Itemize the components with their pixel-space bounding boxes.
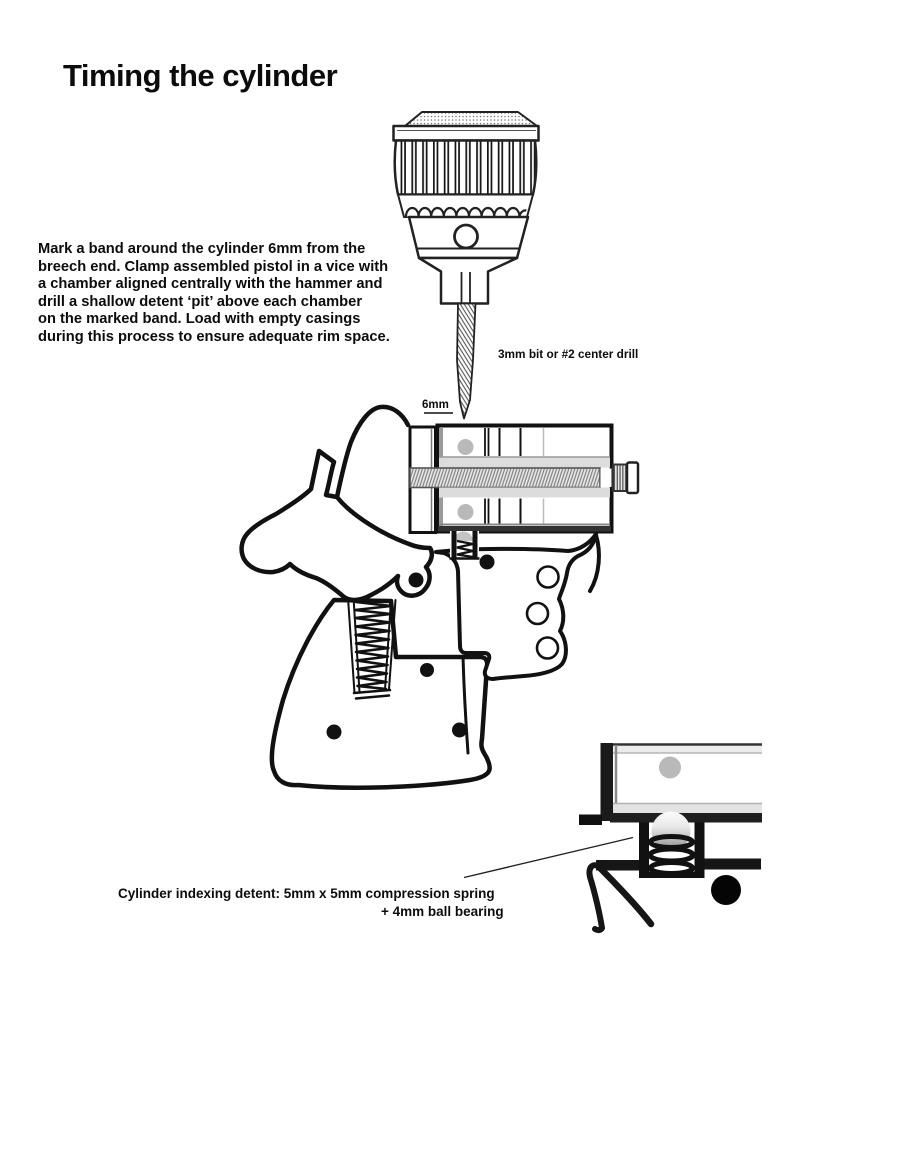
chuck-nose: [417, 256, 519, 305]
detent-caption-line2: + 4mm ball bearing: [381, 904, 504, 919]
detail-pivot-pin: [711, 875, 741, 905]
frame-piece: [434, 532, 598, 681]
detent-spring-box: [449, 531, 480, 560]
chamber-band-top: [484, 428, 545, 456]
grip-pin-3: [452, 722, 467, 738]
hammer-pivot-pin: [408, 572, 424, 588]
detent-ball-main: [454, 531, 473, 541]
instruction-paragraph: Mark a band around the cylinder 6mm from…: [38, 241, 390, 345]
grip-pin-1: [420, 663, 434, 677]
page-title: Timing the cylinder: [63, 58, 338, 93]
detail-left-wall: [600, 743, 613, 821]
detent-caption-line1: Cylinder indexing detent: 5mm x 5mm comp…: [118, 886, 495, 901]
rod-knurled-nut: [612, 463, 628, 492]
mainspring-coil: [353, 600, 393, 691]
drill-bit-label: 3mm bit or #2 center drill: [498, 347, 639, 361]
hammer-assembly: [239, 404, 435, 603]
frame-hole-1: [536, 565, 560, 589]
chuck-rim: [392, 124, 540, 142]
chamber-hole-top: [457, 439, 474, 455]
drill-chuck-illustration: [392, 111, 540, 305]
detent-spring-coil-main: [456, 539, 474, 559]
chamber-hole-bottom: [457, 504, 474, 520]
chuck-key-hole: [453, 223, 479, 250]
detail-hammer-sketch: [586, 862, 655, 934]
rod-end-cap: [625, 461, 640, 495]
chamber-band-bottom: [484, 498, 545, 524]
rear-strap-line: [588, 533, 601, 593]
chuck-knurled-body: [393, 139, 538, 196]
detail-leader-line: [463, 836, 634, 879]
detail-chamber-hole: [659, 756, 681, 779]
detail-frame-bar-right: [704, 858, 761, 870]
frame-hole-2: [525, 601, 550, 626]
frame-pin-1: [479, 554, 495, 570]
chuck-scallop-band: [397, 193, 534, 218]
detail-compression-spring: [647, 834, 696, 876]
detail-ball-bearing: [651, 811, 691, 851]
band-offset-label: 6mm: [422, 399, 449, 411]
detail-cylinder-bottom-edge: [610, 813, 762, 823]
frame-hole-3: [535, 636, 560, 660]
pistol-grip: [269, 597, 492, 790]
chuck-top-cap: [404, 111, 538, 127]
grip-pin-2: [326, 724, 342, 740]
drill-bit: [456, 302, 477, 420]
pistol-illustration: [239, 404, 601, 790]
detail-frame-lip: [579, 814, 602, 825]
cylinder-assembly: [408, 423, 640, 534]
detail-frame-bar-left: [596, 860, 639, 871]
detent-detail-illustration: [463, 743, 762, 934]
mainspring-channel: [347, 596, 397, 700]
